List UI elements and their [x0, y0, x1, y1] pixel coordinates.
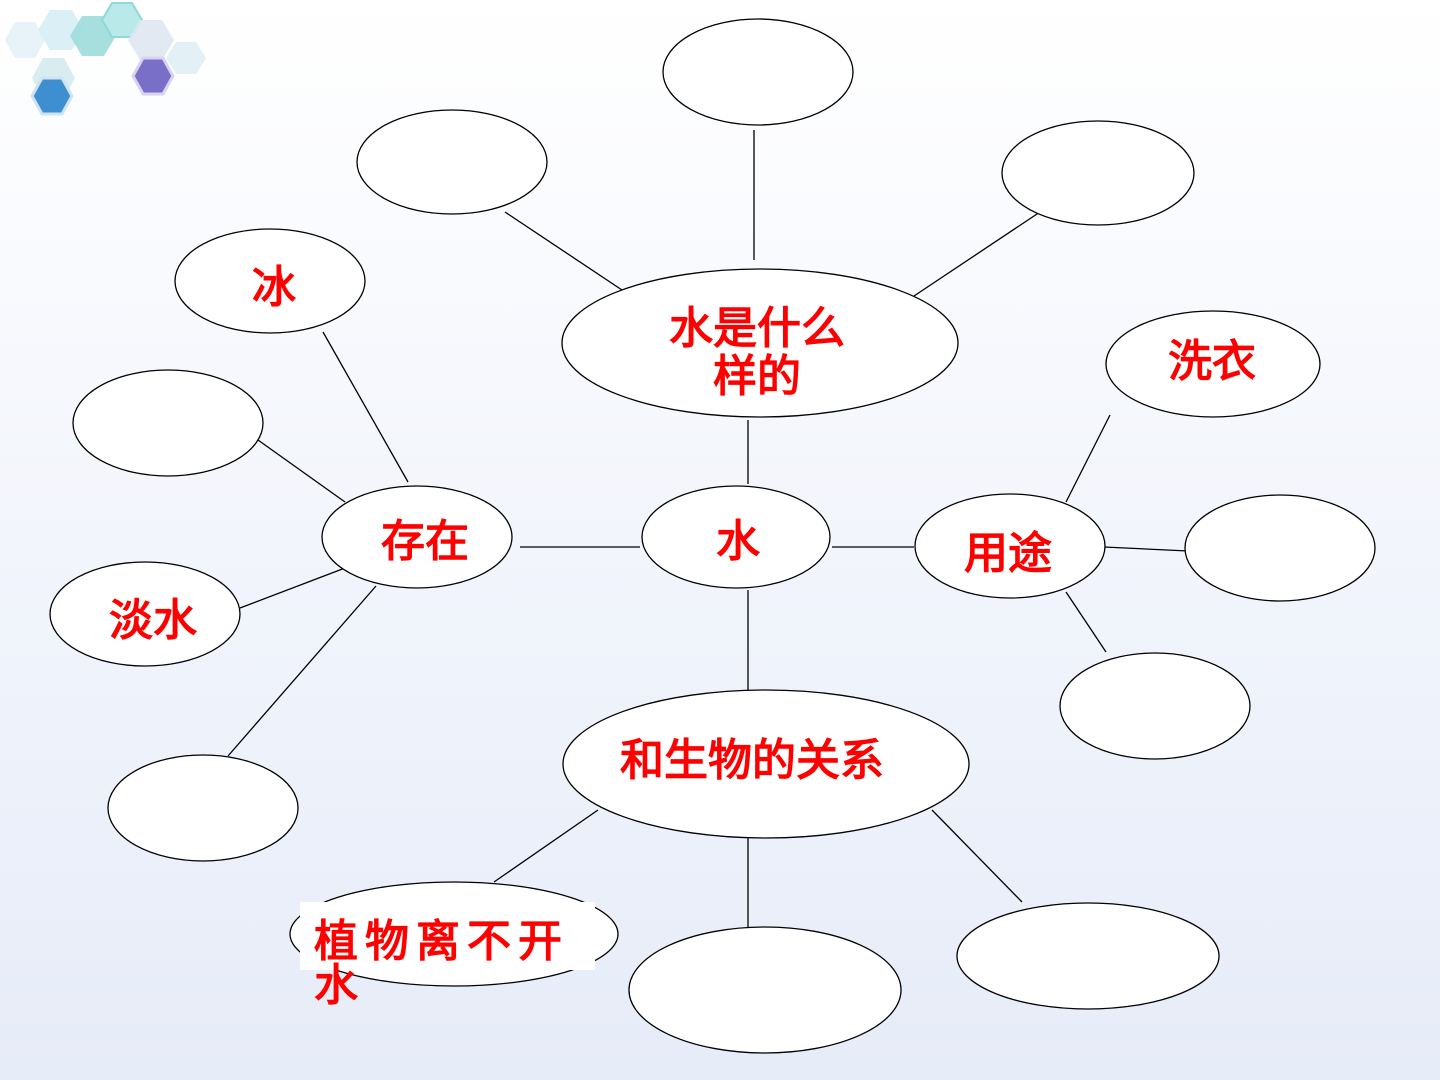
leaf-label-washing: 洗衣	[1168, 336, 1256, 387]
leaf-label-plants: 植物离不开水	[314, 916, 569, 1011]
hexagon-shape	[5, 22, 45, 58]
leaf-node-empty	[1001, 120, 1195, 226]
nodes	[49, 18, 1376, 1054]
branch-node-nature	[561, 268, 959, 418]
connector-line	[931, 809, 1023, 903]
leaf-node-fresh-water	[49, 561, 241, 667]
hexagon-cluster	[5, 2, 206, 116]
connector-line	[1103, 546, 1189, 552]
hexagon-shape	[131, 56, 175, 96]
branch-label-relations: 和生物的关系	[620, 735, 884, 786]
hexagon-shape	[166, 42, 206, 74]
leaf-node-empty	[72, 369, 264, 477]
branch-node-existence	[321, 485, 513, 589]
connector-lines	[227, 130, 1189, 945]
connector-line	[1065, 414, 1111, 503]
hexagon-shape	[30, 76, 74, 116]
leaf-node-empty	[956, 902, 1220, 1010]
leaf-node-empty	[107, 754, 299, 862]
leaf-label-ice: 冰	[252, 262, 296, 313]
leaf-node-empty	[628, 926, 902, 1054]
connector-line	[322, 331, 409, 483]
label-highlight	[300, 902, 595, 970]
branch-label-nature: 水是什么样的	[669, 303, 845, 402]
leaf-node-empty	[662, 18, 854, 126]
branch-node-uses	[914, 493, 1106, 599]
leaf-label-fresh-water: 淡水	[109, 595, 197, 646]
connector-line	[913, 211, 1041, 297]
connector-line	[504, 211, 629, 295]
hexagon-shape	[128, 20, 174, 60]
leaf-node-washing	[1105, 310, 1321, 418]
leaf-node-empty	[1059, 652, 1251, 760]
center-node	[641, 485, 831, 589]
connector-line	[257, 439, 346, 503]
connector-line	[239, 567, 346, 609]
branch-node-relations	[562, 689, 970, 839]
leaf-node-empty	[1184, 494, 1376, 602]
leaf-node-ice	[174, 228, 366, 334]
connector-line	[493, 809, 599, 883]
center-label: 水	[716, 516, 760, 567]
branch-label-existence: 存在	[381, 516, 469, 567]
connector-line	[1065, 591, 1107, 653]
hexagon-decoration	[5, 2, 206, 116]
connector-line	[227, 585, 377, 757]
leaf-node-empty	[356, 109, 548, 215]
branch-label-uses: 用途	[964, 528, 1052, 579]
